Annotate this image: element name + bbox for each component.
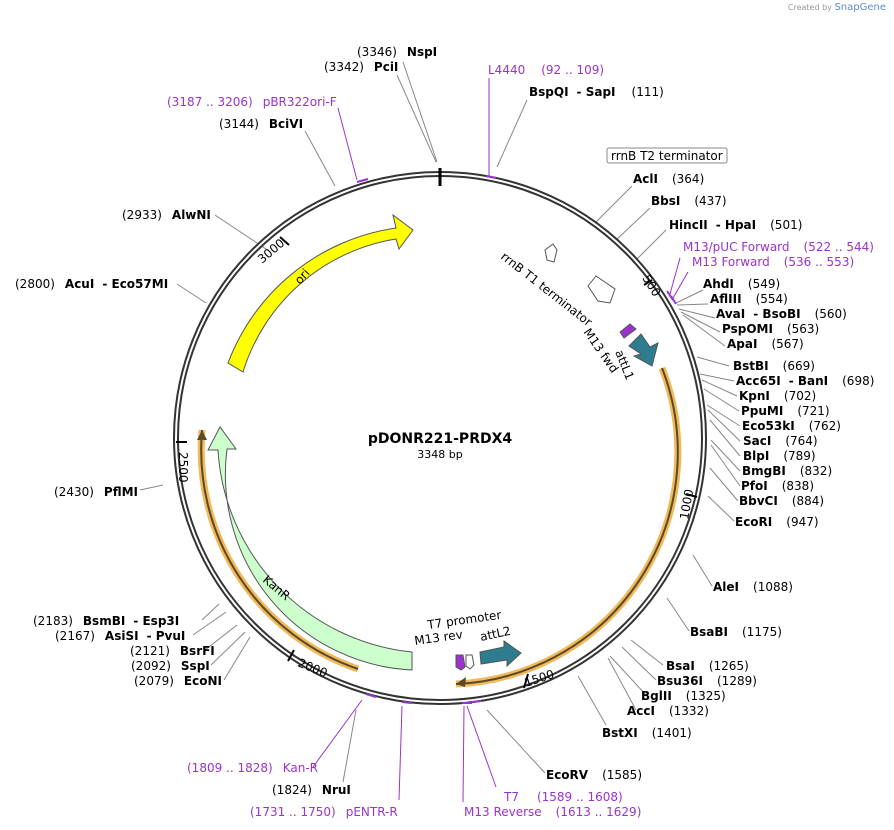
primer-pbr322ori-f: (3187 .. 3206)pBR322ori-F — [167, 95, 337, 109]
enzyme-econi: (2079)EcoNI — [134, 674, 222, 688]
attl2-label: attL2 — [479, 624, 512, 644]
enzyme-pspomi: PspOMI(563) — [722, 322, 819, 336]
enzyme-alwni: (2933)AlwNI — [122, 208, 211, 222]
orf2-arc — [200, 429, 359, 670]
rrnb-t2-box — [606, 147, 728, 164]
enzyme-nspi: (3346)NspI — [357, 45, 437, 59]
plasmid-name: pDONR221-PRDX4 — [368, 431, 513, 447]
enzyme-asisi: (2167)AsiSI- PvuI — [55, 629, 185, 643]
m13-rev-label: M13 rev — [413, 627, 463, 648]
enzyme-sspi: (2092)SspI — [131, 659, 210, 673]
snapgene-watermark: Created by SnapGene — [788, 2, 886, 13]
enzyme-bsabi: BsaBI(1175) — [690, 625, 782, 639]
primer-l4440: L4440(92 .. 109) — [488, 63, 604, 77]
primer-m13-puc-forward: M13/pUC Forward(522 .. 544) — [683, 240, 874, 254]
primer-kan-r: (1809 .. 1828)Kan-R — [187, 761, 318, 775]
enzyme-ppumi: PpuMI(721) — [741, 404, 830, 418]
primer-m13-reverse: M13 Reverse(1613 .. 1629) — [464, 805, 641, 819]
primer-pentr-r: (1731 .. 1750)pENTR-R — [250, 805, 398, 819]
enzyme-ahdi: AhdI(549) — [703, 277, 780, 291]
primer-marks — [356, 175, 677, 704]
enzyme-blpi: BlpI(789) — [743, 449, 816, 463]
enzyme-acui: (2800)AcuI- Eco57MI — [15, 277, 168, 291]
t7-promoter-mark — [465, 654, 475, 670]
feature-labels: ori KanR rrnB T2 terminator rrnB T1 term… — [260, 147, 728, 648]
kanr-feature — [207, 426, 413, 671]
enzyme-bstxi: BstXI(1401) — [602, 726, 692, 740]
enzyme-nrui: (1824)NruI — [272, 783, 351, 797]
enzyme-pflmi: (2430)PflMI — [54, 485, 138, 499]
m13-fwd-mark — [619, 323, 637, 339]
enzyme-acc65i: Acc65I- BanI(698) — [736, 374, 874, 388]
scale-ticks: 500 1000 1500 2000 2500 3000 — [176, 236, 698, 690]
enzyme-bsmbi: (2183)BsmBI- Esp3I — [33, 614, 179, 628]
leader-lines — [139, 61, 741, 783]
orf-arc — [455, 367, 679, 685]
m13-rev-mark — [455, 654, 466, 671]
enzyme-bstbi: BstBI(669) — [733, 359, 815, 373]
enzyme-acci: AccI(1332) — [627, 704, 709, 718]
rrnb-t1-terminator-mark — [587, 275, 616, 304]
attl1-feature — [628, 333, 659, 367]
primer-labels: L4440(92 .. 109) (3187 .. 3206)pBR322ori… — [167, 63, 874, 819]
enzyme-bmgbi: BmgBI(832) — [742, 464, 832, 478]
enzyme-ecori: EcoRI(947) — [735, 515, 819, 529]
enzyme-bspqi: BspQI- SapI(111) — [529, 85, 664, 99]
m13-fwd-label: M13 fwd — [581, 326, 622, 376]
enzyme-ecorv: EcoRV(1585) — [546, 768, 642, 782]
enzyme-pfoi: PfoI(838) — [741, 479, 814, 493]
enzyme-eco53ki: Eco53kI(762) — [742, 419, 841, 433]
orf-arrowhead — [456, 677, 466, 687]
enzyme-pcii: (3342)PciI — [324, 60, 398, 74]
enzyme-apai: ApaI(567) — [727, 337, 804, 351]
enzyme-labels: (3346)NspI (3342)PciI (3144)BciVI (2933)… — [15, 45, 874, 797]
enzyme-bsu36i: Bsu36I(1289) — [657, 674, 757, 688]
enzyme-bbvci: BbvCI(884) — [739, 494, 824, 508]
rrnb-t2-terminator-mark — [544, 243, 558, 263]
enzyme-alei: AleI(1088) — [713, 580, 793, 594]
enzyme-bsai: BsaI(1265) — [666, 659, 749, 673]
attl2-feature — [479, 640, 522, 668]
primer-t7: T7(1589 .. 1608) — [503, 790, 623, 804]
enzyme-avai: AvaI- BsoBI(560) — [716, 307, 847, 321]
enzyme-bbsi: BbsI(437) — [651, 194, 727, 208]
primer-m13-forward: M13 Forward(536 .. 553) — [692, 255, 854, 269]
ori-feature — [227, 213, 414, 373]
enzyme-acli: AclI(364) — [633, 172, 704, 186]
rrnb-t2-label: rrnB T2 terminator — [611, 149, 723, 163]
enzyme-bglii: BglII(1325) — [641, 689, 726, 703]
watermark-prefix: Created by — [787, 3, 832, 12]
plasmid-size: 3348 bp — [417, 448, 462, 461]
watermark-brand: SnapGene — [834, 2, 886, 13]
enzyme-hincii: HincII- HpaI(501) — [669, 218, 802, 232]
rrnb-t1-label: rrnB T1 terminator — [498, 249, 595, 329]
tick-2500: 2500 — [176, 452, 190, 483]
enzyme-bcivi: (3144)BciVI — [219, 117, 303, 131]
enzyme-saci: SacI(764) — [743, 434, 818, 448]
enzyme-kpni: KpnI(702) — [739, 389, 816, 403]
orf2-arrowhead — [197, 430, 207, 440]
primer-leaders — [312, 78, 689, 803]
tick-2000: 2000 — [296, 656, 330, 680]
enzyme-bsrfi: (2121)BsrFI — [130, 644, 215, 658]
enzyme-afliii: AflIII(554) — [710, 292, 788, 306]
